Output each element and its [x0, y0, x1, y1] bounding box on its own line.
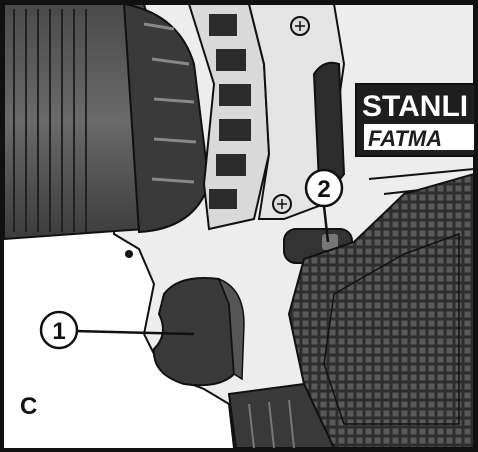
drill-illustration: STANLI FATMA 1 2 C [4, 4, 474, 448]
callout-2-number: 2 [317, 176, 330, 203]
trigger [152, 277, 245, 387]
brand-line2: FATMA [368, 126, 442, 151]
chuck [4, 4, 211, 241]
callout-1-number: 1 [52, 318, 65, 345]
torque-ring [187, 4, 271, 231]
gear-selector [312, 61, 346, 186]
brand-badge: STANLI FATMA [355, 83, 474, 157]
brand-line1: STANLI [362, 90, 468, 123]
callout-1: 1 [39, 310, 195, 350]
callout-2: 2 [304, 168, 344, 243]
handle-band [227, 382, 336, 448]
figure-label: C [20, 393, 37, 420]
